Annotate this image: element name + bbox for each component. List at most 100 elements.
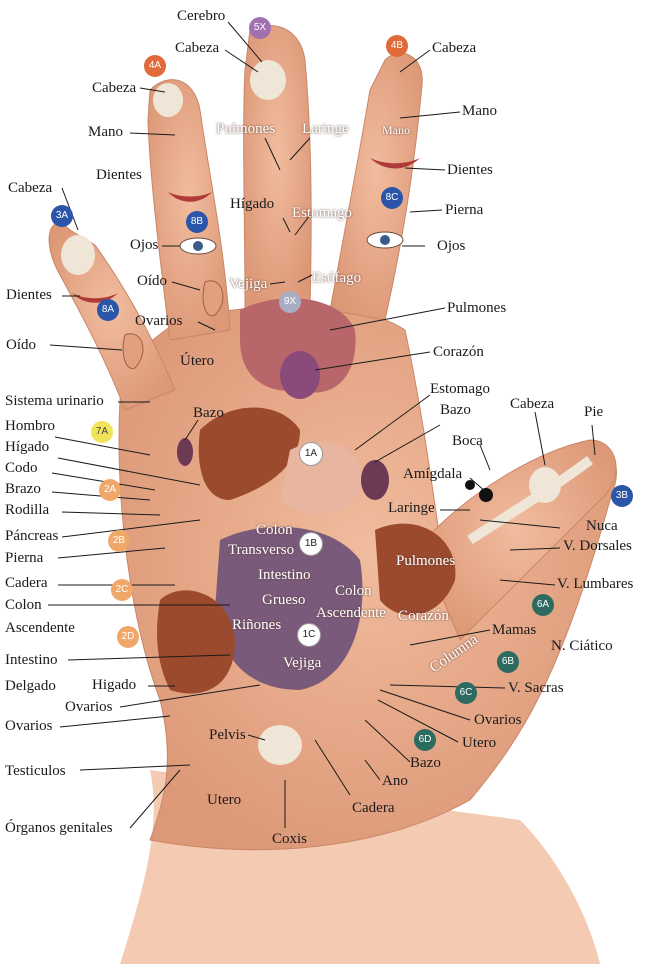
label-bazo-bottom: Bazo [410,755,441,771]
left-colon-shape [157,590,235,694]
label-cadera-left: Cadera [5,575,48,591]
label-higado-top: Hígado [230,196,275,212]
label-nuca: Nuca [586,518,618,534]
label-boca: Boca [452,433,483,449]
mouth-icon [370,158,420,169]
label-codo: Codo [5,460,38,476]
label-mano-4b-small: Mano [382,123,410,137]
badge-6d: 6D [414,729,436,751]
label-cadera-bottom: Cadera [352,800,395,816]
label-ovarios-bottom-left1: Ovarios [65,699,113,715]
label-estomago-top: Estomago [292,205,352,221]
label-ovarios-right: Ovarios [474,712,522,728]
label-intestino-delgado-1: Intestino [5,652,58,668]
label-higado-left: Hígado [5,439,50,455]
skull-icon [153,83,183,117]
label-colon-asc-right-2: Ascendente [316,605,386,621]
label-v-lumbares: V. Lumbares [557,576,634,592]
label-mamas: Mamas [492,622,537,638]
badge-6b: 6B [497,651,519,673]
label-bazo-top: Bazo [193,405,224,421]
label-coxis: Coxis [272,831,308,847]
label-intestino-grueso-2: Grueso [262,592,306,608]
label-v-sacras: V. Sacras [508,680,564,696]
label-pulmones-right: Pulmones [396,553,456,569]
label-vejiga-top: Vejiga [229,276,268,292]
skull-icon [61,235,95,275]
label-cabeza-3a: Cabeza [8,180,53,196]
badge-6c: 6C [455,682,477,704]
pelvis-shape [258,725,302,765]
badge-2d: 2D [117,626,139,648]
label-colon-asc-right-1: Colon [335,583,372,599]
right-lung-shape [375,523,456,616]
label-cabeza-3b: Cabeza [510,396,555,412]
badge-8a: 8A [97,299,119,321]
label-pancreas: Páncreas [5,528,59,544]
skull-icon [529,467,561,503]
label-esofago: Esófago [312,270,362,286]
label-ojos-left: Ojos [130,237,159,253]
label-higado-bottom: Higado [92,677,137,693]
label-ojos-right: Ojos [437,238,466,254]
label-mano-4b: Mano [462,103,497,119]
label-n-ciatico: N. Ciático [551,638,613,654]
label-dientes-top: Dientes [96,167,142,183]
label-vejiga-mid: Vejiga [283,655,322,671]
label-estomago-right: Estomago [430,381,490,397]
badge-3b: 3B [611,485,633,507]
liver-shape [198,407,300,500]
label-ovarios-top: Ovarios [135,313,183,329]
badge-5x: 5X [249,17,271,39]
badge-1c: 1C [297,623,321,647]
label-cabeza-4a: Cabeza [92,80,137,96]
label-cabeza-5x: Cabeza [175,40,220,56]
label-colon-left-1: Colon [5,597,42,613]
label-rodilla: Rodilla [5,502,50,518]
spleen-left [177,438,193,466]
label-oido-left: Oído [6,337,36,353]
badge-8c: 8C [381,187,403,209]
label-dientes-4b: Dientes [447,162,493,178]
badge-6a: 6A [532,594,554,616]
label-rinones: Riñones [232,617,282,633]
label-bazo-right: Bazo [440,402,471,418]
badge-1a: 1A [299,442,323,466]
badge-8b: 8B [186,211,208,233]
label-cabeza-4b: Cabeza [432,40,477,56]
label-pierna-left: Pierna [5,550,44,566]
label-sistema-urinario: Sistema urinario [5,393,104,409]
badge-4b: 4B [386,35,408,57]
label-organos-genitales: Órganos genitales [5,820,113,836]
label-mano-4a: Mano [88,124,123,140]
label-laringe-right: Laringe [388,500,435,516]
label-corazon-right: Corazón [398,608,449,624]
label-utero-top: Útero [180,353,215,369]
label-corazon-top: Corazón [433,344,484,360]
label-colon-transverso-1: Colon [256,522,293,538]
badge-2a: 2A [99,479,121,501]
label-pulmones-mid: Pulmones [447,300,507,316]
label-ano: Ano [382,773,408,789]
organ-illustrations [61,60,593,765]
badge-2b: 2B [108,530,130,552]
label-v-dorsales: V. Dorsales [563,538,632,554]
label-ovarios-bottom-left2: Ovarios [5,718,53,734]
intestine-shape [215,526,363,690]
label-testiculos: Testiculos [5,763,66,779]
label-pulmones-top: Pulmones [216,121,276,137]
label-laringe-top: Laringe [302,121,349,137]
label-pierna-4b: Pierna [445,202,484,218]
badge-4a: 4A [144,55,166,77]
label-intestino-delgado-2: Delgado [5,678,56,694]
skull-icon [250,60,286,100]
lungs-shape [240,298,356,393]
label-utero-bottom: Utero [207,792,242,808]
badge-3a: 3A [51,205,73,227]
label-cerebro: Cerebro [177,8,226,24]
badge-7a: 7A [91,421,113,443]
kidney-right [361,460,389,500]
leader-lines [48,21,596,829]
ear-icon [122,333,144,369]
